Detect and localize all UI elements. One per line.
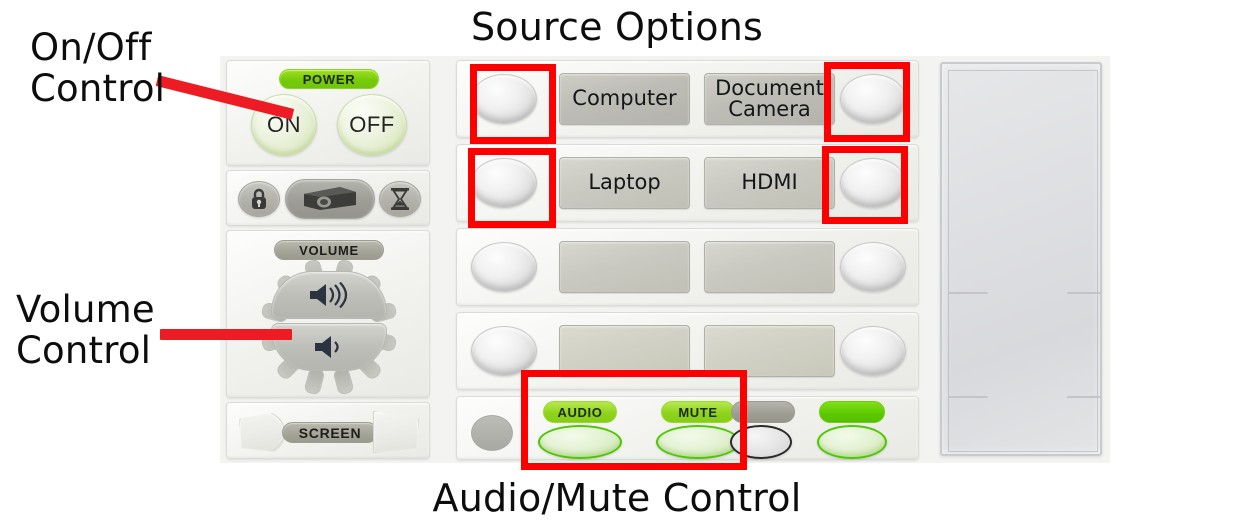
source-row-3-right-label (704, 241, 835, 293)
highlight-computer-select-button (470, 64, 556, 144)
unlabeled-tag-3 (731, 401, 795, 423)
hourglass-icon[interactable] (379, 181, 421, 217)
highlight-document-camera-select-button (824, 62, 910, 142)
source-row-3-right-button[interactable] (840, 242, 906, 292)
source-row-3-left-button[interactable] (471, 242, 537, 292)
on-off-control-annotation: On/Off Control (30, 26, 166, 111)
left-control-column: POWER ON OFF (222, 58, 434, 461)
av-control-panel: POWER ON OFF (220, 56, 1110, 463)
lock-icon[interactable] (238, 181, 280, 217)
audio-mute-control-annotation: Audio/Mute Control (432, 476, 802, 520)
source-row-3-left-label (559, 241, 690, 293)
hdmi-label: HDMI (704, 157, 835, 209)
source-row-4-right-button[interactable] (840, 326, 906, 376)
status-icon-module (226, 170, 430, 226)
projector-icon[interactable] (285, 179, 375, 219)
volume-wheel (249, 258, 409, 396)
computer-label: Computer (559, 73, 690, 125)
power-label: POWER (279, 69, 379, 89)
highlight-audio-mute-group (521, 370, 747, 470)
volume-label: VOLUME (274, 240, 384, 260)
screen-up-button[interactable] (239, 411, 285, 453)
volume-pointer-arrow (160, 329, 292, 340)
right-column (934, 58, 1107, 461)
source-row-2: Laptop HDMI (456, 144, 919, 222)
volume-up-button[interactable] (271, 271, 387, 319)
highlight-laptop-select-button (468, 148, 556, 228)
volume-control-annotation: Volume Control (16, 288, 155, 373)
clear-card-pocket[interactable] (940, 62, 1102, 456)
audio-mute-row: AUDIO MUTE (456, 396, 919, 460)
power-module: POWER ON OFF (226, 60, 430, 166)
power-off-button[interactable]: OFF (337, 94, 407, 156)
source-row-4-right-label (704, 325, 835, 377)
source-row-3 (456, 228, 919, 306)
document-camera-label: Document Camera (704, 73, 835, 125)
screen-down-button[interactable] (373, 411, 419, 453)
mute-tag: MUTE (661, 401, 735, 423)
source-options-title: Source Options (470, 5, 763, 49)
unlabeled-tag-4 (819, 401, 885, 423)
audio-row-indicator (471, 415, 513, 451)
mute-button[interactable] (656, 425, 740, 459)
pocket-inner-edge (948, 70, 1098, 452)
screen-module: SCREEN (226, 402, 430, 459)
source-options-column: Computer Document Camera Laptop HDMI (456, 58, 919, 461)
audio-button[interactable] (538, 425, 622, 459)
laptop-label: Laptop (559, 157, 690, 209)
source-row-1: Computer Document Camera (456, 60, 919, 138)
screen-label: SCREEN (282, 422, 378, 443)
source-row-4 (456, 312, 919, 390)
computer-select-button[interactable] (471, 74, 537, 124)
document-camera-select-button[interactable] (840, 74, 906, 124)
volume-module: VOLUME (226, 230, 430, 398)
highlight-hdmi-select-button (822, 146, 908, 224)
unlabeled-button-4[interactable] (817, 425, 887, 459)
audio-tag: AUDIO (543, 401, 617, 423)
source-row-4-left-button[interactable] (471, 326, 537, 376)
